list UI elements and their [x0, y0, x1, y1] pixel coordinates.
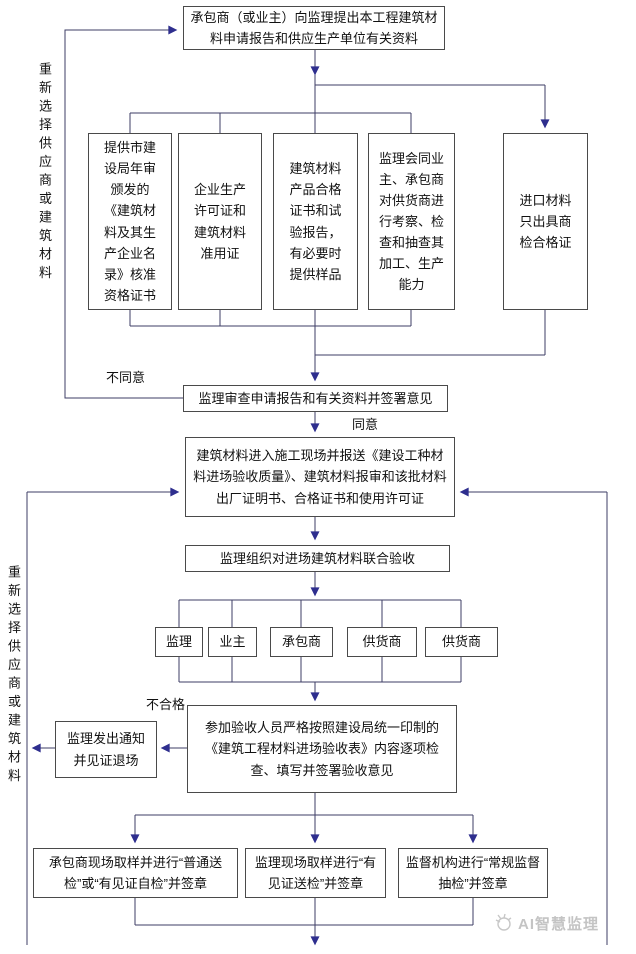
edge-label-agree: 同意	[352, 417, 379, 432]
edge-label-disagree: 不同意	[106, 370, 146, 385]
node-doc-qualification: 提供市建设局年审颁发的《建筑材料及其生产企业名录》核准资格证书	[88, 133, 172, 310]
edge-label-fail: 不合格	[146, 697, 186, 712]
watermark: AI智慧监理	[492, 912, 599, 934]
node-test-contractor: 承包商现场取样并进行“普通送检”或“有见证自检”并签章	[33, 848, 238, 898]
node-party-supplier-1: 供货商	[347, 627, 417, 657]
node-test-authority: 监督机构进行“常规监督抽检”并签章	[398, 848, 548, 898]
node-doc-certificate: 建筑材料产品合格证书和试验报告，有必要时提供样品	[273, 133, 358, 310]
side-label-reselect-top: 重新选择供应商或建筑材料	[37, 62, 52, 284]
node-test-supervisor: 监理现场取样进行“有见证送检”并签章	[245, 848, 386, 898]
node-party-contractor: 承包商	[270, 627, 333, 657]
node-doc-survey: 监理会同业主、承包商对供货商进行考察、检查和抽查其加工、生产能力	[368, 133, 455, 310]
watermark-logo-icon	[495, 913, 512, 931]
node-doc-import: 进口材料只出具商检合格证	[503, 133, 588, 310]
node-party-owner: 业主	[208, 627, 257, 657]
node-notice-exit: 监理发出通知并见证退场	[55, 721, 157, 778]
node-party-supervisor: 监理	[155, 627, 203, 657]
node-joint-acceptance: 监理组织对进场建筑材料联合验收	[185, 545, 450, 572]
node-doc-license: 企业生产许可证和建筑材料准用证	[178, 133, 262, 310]
node-start: 承包商（或业主）向监理提出本工程建筑材料申请报告和供应生产单位有关资料	[183, 6, 445, 50]
node-inspect: 参加验收人员严格按照建设局统一印制的《建筑工程材料进场验收表》内容逐项检查、填写…	[187, 705, 457, 793]
side-label-reselect-bottom: 重新选择供应商或建筑材料	[6, 565, 21, 787]
node-review: 监理审查申请报告和有关资料并签署意见	[183, 385, 448, 412]
watermark-text: AI智慧监理	[518, 915, 600, 933]
node-entry: 建筑材料进入施工现场并报送《建设工种材料进场验收质量》、建筑材料报审和该批材料出…	[185, 437, 455, 517]
node-party-supplier-2: 供货商	[425, 627, 498, 657]
